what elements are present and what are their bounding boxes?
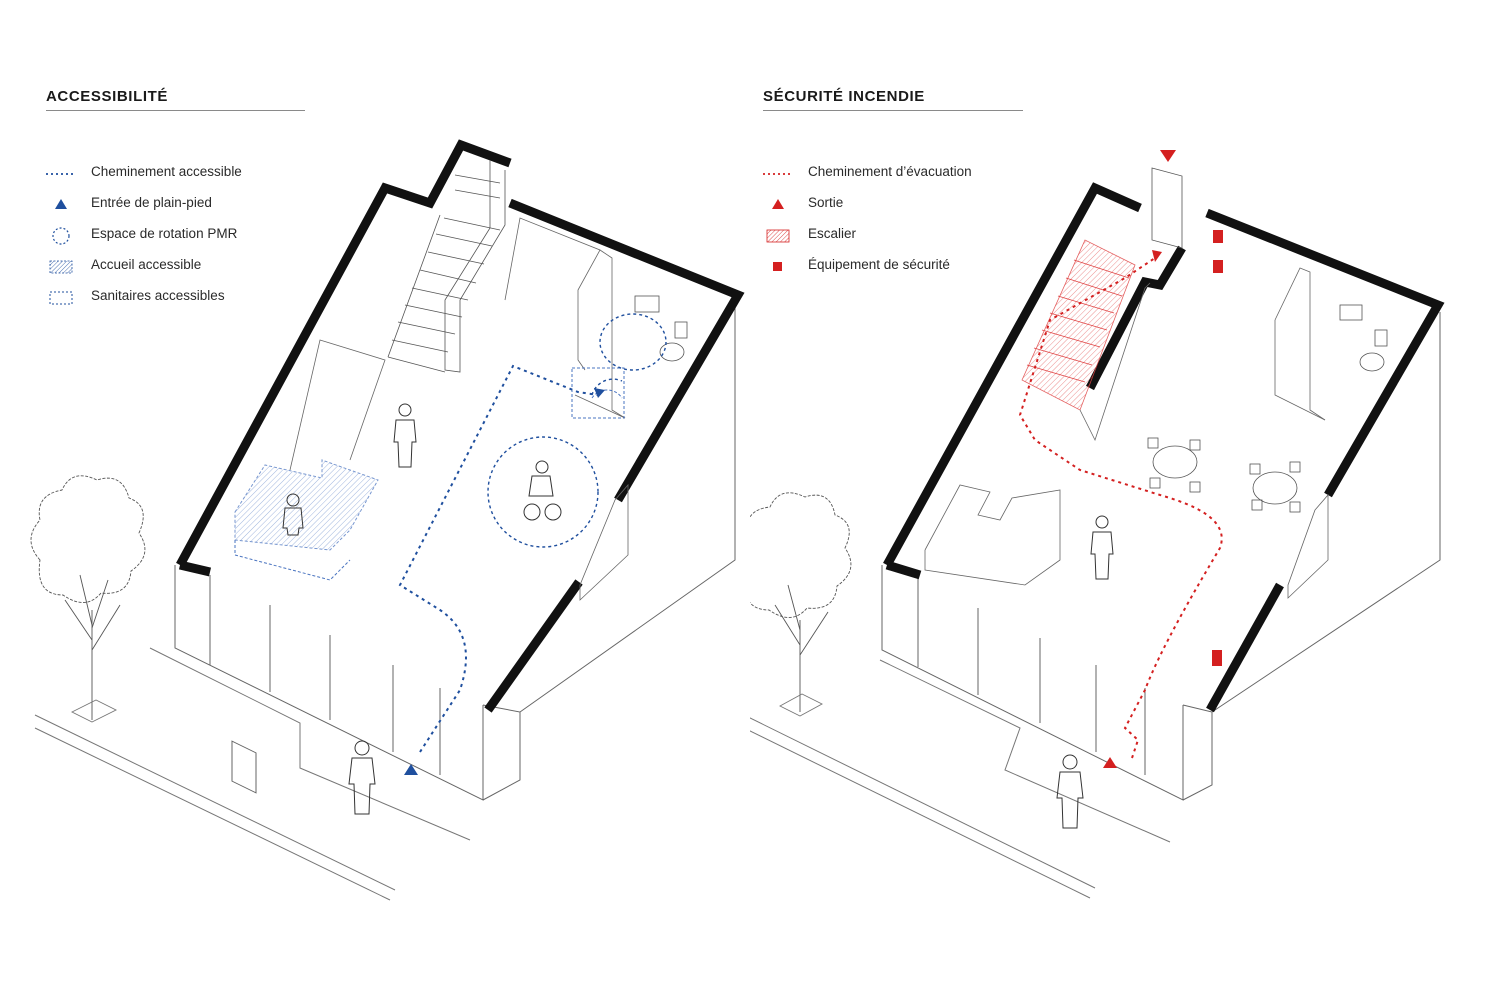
exit-door [1151,167,1183,249]
exterior-walls [883,182,1445,713]
toilet-icon [1339,304,1388,372]
building-outline [174,300,736,801]
staircase [387,160,506,373]
exterior-walls [176,139,745,713]
legend-label: Équipement de sécurité [808,257,950,272]
legend-label: Entrée de plain-pied [91,195,212,210]
building-outline [881,312,1441,801]
interior-partitions [1079,267,1326,442]
legend-label: Escalier [808,226,857,241]
wheelchair-user-icon [523,460,562,521]
dashed-rect-icon [49,291,73,305]
path-arrowhead-icon [1152,250,1162,262]
tree-icon [750,492,852,717]
side-window [1287,493,1329,599]
person-icon [282,493,304,536]
street-lines [750,659,1171,899]
triangle-icon [55,199,67,209]
accessibility-title-rule [46,110,305,111]
fire-safety-title: SÉCURITÉ INCENDIE [763,88,925,105]
interior-partitions [289,217,626,471]
turning-space-circles [487,313,667,548]
fire-safety-axonometric-drawing [750,150,1445,899]
safety-equipment-markers [1212,230,1223,666]
legend-label: Cheminement accessible [91,164,242,179]
dashed-circle-icon [52,227,70,245]
dotted-line-icon [763,173,793,175]
person-icon [393,403,417,468]
table-icon [1147,437,1301,513]
reception-desk [234,459,379,581]
side-window [579,483,629,601]
entrance-triangle-icon [404,764,418,775]
evacuation-path [1018,257,1223,759]
legend-label: Espace de rotation PMR [91,226,238,241]
legend-label: Accueil accessible [91,257,202,272]
toilet-icon [634,295,688,362]
exit-triangle-icon [1103,757,1117,768]
staircase [1021,239,1136,411]
reception-desk [924,484,1061,586]
legend-label: Cheminement d’évacuation [808,164,972,179]
fire-safety-panel: SÉCURITÉ INCENDIE Cheminement d’évacuati… [750,0,1500,1000]
accessibility-axonometric-drawing [30,139,745,901]
hatched-rect-icon [49,260,73,274]
exit-triangle-icon [1160,150,1176,162]
accessible-toilets [571,367,625,419]
triangle-icon [772,199,784,209]
dotted-line-icon [46,173,76,175]
legend-label: Sortie [808,195,844,210]
fire-safety-title-rule [763,110,1023,111]
path-arrowhead-icon [594,388,605,398]
person-icon [1056,754,1084,829]
accessibility-title: ACCESSIBILITÉ [46,88,168,105]
accessibility-panel: ACCESSIBILITÉ Cheminement accessible Ent… [30,88,745,901]
street-lines [34,647,471,901]
tree-icon [30,475,146,723]
hatched-rect-icon [766,229,790,243]
filled-square-icon [773,262,782,271]
person-icon [348,740,376,815]
legend-label: Sanitaires accessibles [91,288,225,303]
person-icon [1090,515,1114,580]
